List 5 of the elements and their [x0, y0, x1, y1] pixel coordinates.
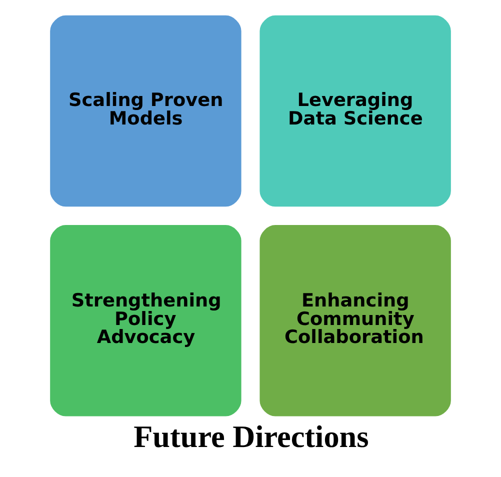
caption: Future Directions	[134, 418, 369, 454]
node-box: Scaling Proven Models	[47, 12, 244, 210]
node-box: Enhancing Community Collaboration	[256, 222, 454, 420]
node-box: Leveraging Data Science	[256, 12, 454, 210]
node-box: Strengthening Policy Advocacy	[47, 222, 244, 420]
